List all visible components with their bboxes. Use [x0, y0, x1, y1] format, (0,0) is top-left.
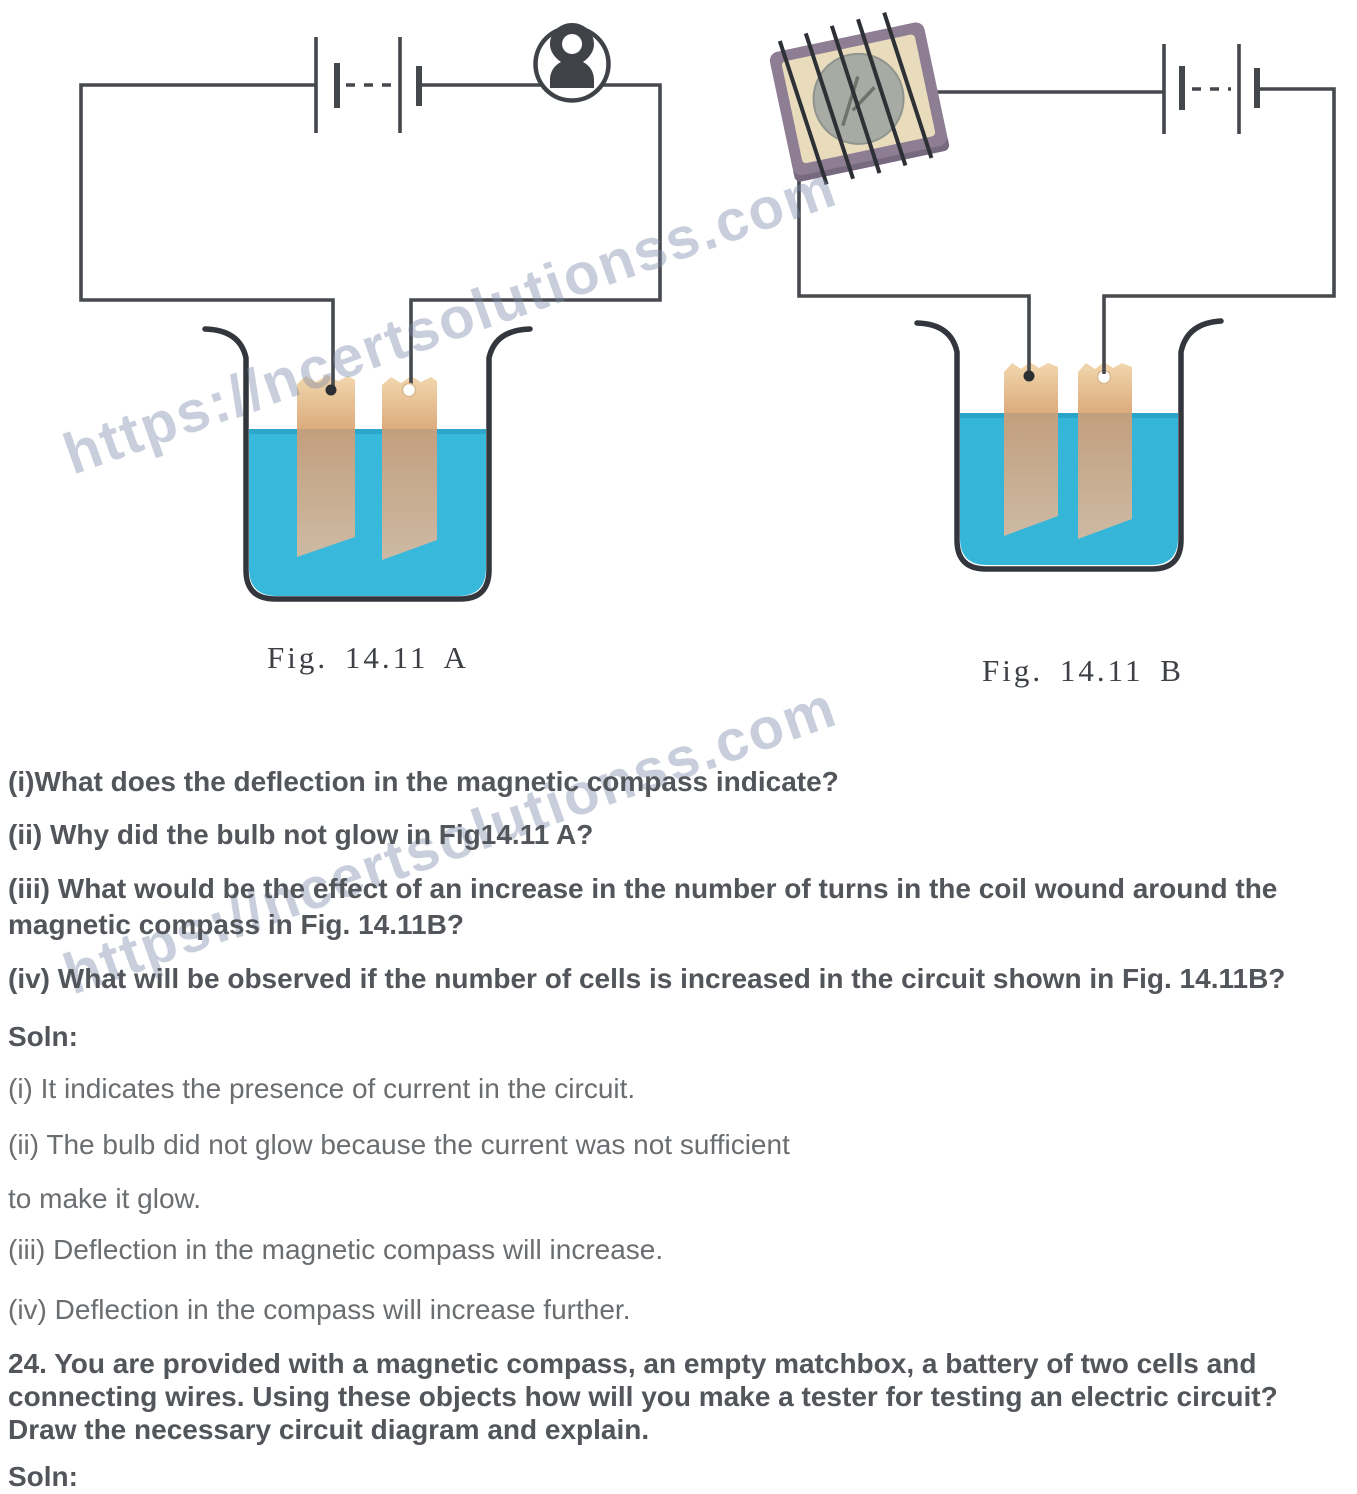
circuit-wire [797, 172, 1031, 374]
figure-b-caption: Fig. 14.11 B [982, 653, 1184, 688]
answer-i: (i) It indicates the presence of current… [8, 1073, 636, 1104]
liquid-surface-line [249, 429, 486, 434]
battery-icon [1162, 44, 1260, 134]
electrode [1078, 362, 1132, 539]
beaker [202, 326, 533, 602]
question-iii-cont: magnetic compass in Fig. 14.11B? [8, 909, 464, 940]
question-24-cont: connecting wires. Using these objects ho… [8, 1381, 1278, 1412]
electrode [382, 376, 437, 560]
question-24: 24. You are provided with a magnetic com… [8, 1348, 1257, 1379]
electrode-hole [325, 384, 337, 396]
answer-iv: (iv) Deflection in the compass will incr… [8, 1294, 631, 1325]
beaker [914, 318, 1224, 572]
circuit-wire [409, 83, 662, 387]
question-iii: (iii) What would be the effect of an inc… [8, 873, 1278, 904]
circuit-wire [79, 83, 335, 391]
battery-icon [314, 37, 422, 133]
answer-ii: (ii) The bulb did not glow because the c… [8, 1129, 790, 1160]
bulb-icon [533, 23, 611, 103]
beaker-liquid [249, 429, 486, 596]
electrode [1004, 362, 1058, 536]
circuit-wire [1102, 87, 1336, 374]
liquid-surface-line [960, 413, 1178, 418]
beaker-liquid [960, 413, 1178, 565]
circuit-figures [79, 12, 1336, 602]
answer-iii: (iii) Deflection in the magnetic compass… [8, 1234, 664, 1265]
answer-ii-cont: to make it glow. [8, 1183, 201, 1214]
figure-a-caption: Fig. 14.11 A [267, 640, 469, 675]
matchbox-compass-icon [769, 12, 950, 185]
question-iv: (iv) What will be observed if the number… [8, 963, 1286, 994]
solution-label-24: Soln: [8, 1461, 78, 1492]
electrode [297, 375, 355, 557]
question-ii: (ii) Why did the bulb not glow in Fig14.… [8, 819, 594, 850]
figure-b-circuit [769, 12, 1336, 572]
figure-a-circuit [79, 23, 662, 602]
question-24-cont2: Draw the necessary circuit diagram and e… [8, 1414, 650, 1445]
question-i: (i)What does the deflection in the magne… [8, 766, 839, 797]
electrode-hole [401, 382, 417, 398]
electrode-hole [1023, 370, 1035, 382]
solution-label: Soln: [8, 1021, 78, 1052]
